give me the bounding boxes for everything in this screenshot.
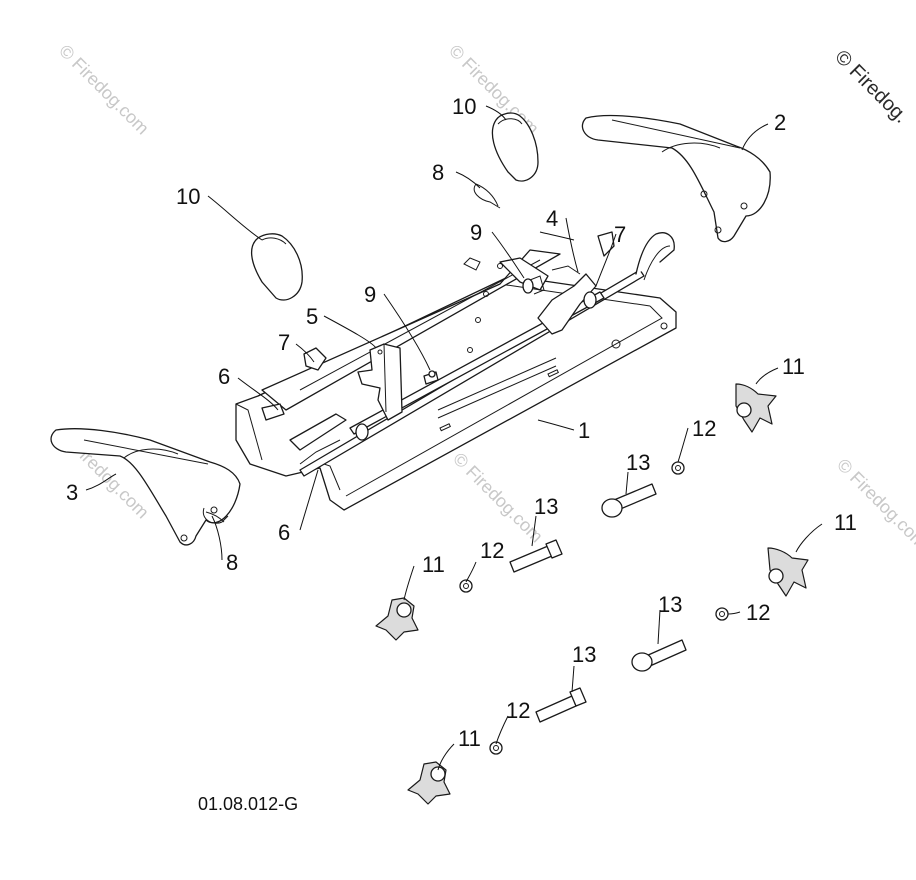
callout-3: 3 [66, 480, 78, 505]
watermark: © Firedog.com [55, 41, 153, 139]
watermark: © Firedog.com [449, 449, 547, 547]
top-plate [261, 249, 561, 411]
part-11-star-knob-c [375, 597, 419, 641]
callout-12: 12 [692, 416, 716, 441]
watermark: © Firedog.com [833, 455, 916, 553]
part-10-knob-right [491, 112, 539, 182]
part-12-nut-d [489, 741, 503, 755]
callout-13: 13 [534, 494, 558, 519]
callout-2: 2 [774, 110, 786, 135]
callout-12: 12 [480, 538, 504, 563]
callout-6: 6 [278, 520, 290, 545]
callout-13: 13 [572, 642, 596, 667]
leader-lines [85, 105, 823, 771]
part-13-bolt-c [631, 639, 687, 672]
part-9-pin-right [522, 275, 545, 295]
part-12-nut-a [671, 461, 685, 475]
callout-7: 7 [278, 330, 290, 355]
callout-8: 8 [226, 550, 238, 575]
callout-11: 11 [422, 552, 445, 577]
part-4-lever-bracket [499, 231, 615, 335]
part-5-bracket [357, 343, 403, 421]
part-8-clip-left [202, 507, 229, 524]
callout-1: 1 [578, 418, 590, 443]
part-13-bolt-b [509, 539, 563, 573]
callout-4: 4 [546, 206, 558, 231]
callout-11: 11 [834, 510, 857, 535]
part-13-bolt-d [535, 687, 587, 723]
part-13-bolt-a [601, 483, 657, 518]
part-11-star-knob-b [767, 547, 809, 597]
part-11-star-knob-d [407, 761, 451, 805]
corner-watermark: © Firedog. [830, 46, 912, 128]
callout-10: 10 [176, 184, 200, 209]
part-7-spring-left [303, 347, 369, 441]
callout-9: 9 [364, 282, 376, 307]
part-12-nut-c [715, 607, 729, 621]
callout-9: 9 [470, 220, 482, 245]
part-8-clip-top [473, 183, 501, 209]
callout-8: 8 [432, 160, 444, 185]
part-11-star-knob-a [735, 383, 777, 433]
callout-6: 6 [218, 364, 230, 389]
callout-11: 11 [782, 354, 805, 379]
part-9-pin-left [423, 370, 439, 385]
callout-13: 13 [658, 592, 682, 617]
drawing-code: 01.08.012-G [198, 794, 298, 814]
callout-5: 5 [306, 304, 318, 329]
part-3-handle-left [50, 428, 241, 546]
callout-10: 10 [452, 94, 476, 119]
callout-12: 12 [746, 600, 770, 625]
part-12-nut-b [459, 579, 473, 593]
part-10-knob-left [251, 233, 303, 301]
callouts: 1 2 3 4 5 6 6 7 7 8 8 9 9 10 10 11 11 11… [66, 94, 857, 751]
callout-12: 12 [506, 698, 530, 723]
callout-11: 11 [458, 726, 481, 751]
callout-7: 7 [614, 222, 626, 247]
part-6-pivot [261, 403, 347, 465]
callout-13: 13 [626, 450, 650, 475]
part-2-handle-right [581, 114, 771, 243]
